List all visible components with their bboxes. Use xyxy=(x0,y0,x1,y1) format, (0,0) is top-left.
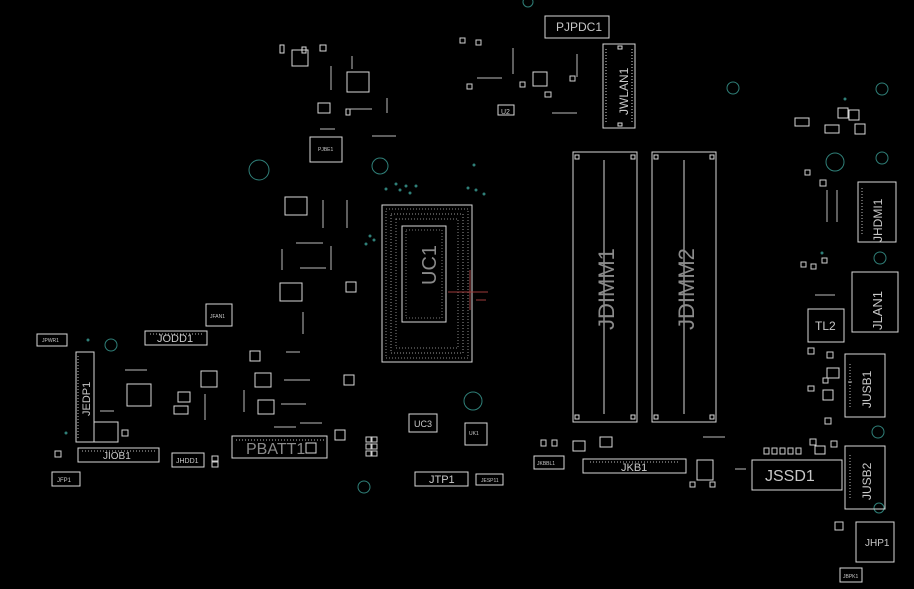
label-pjbe1: PJBE1 xyxy=(318,147,334,153)
mounting-hole xyxy=(873,251,887,265)
label-jdimm1: JDIMM1 xyxy=(594,248,619,330)
jbpk1-connector[interactable] xyxy=(839,567,863,583)
label-jkbbl1: JKBBL1 xyxy=(537,461,555,467)
label-jfan1: JFAN1 xyxy=(210,314,225,320)
label-uc1: UC1 xyxy=(419,245,441,285)
label-jusb2: JUSB2 xyxy=(860,462,874,500)
label-u2: U2 xyxy=(501,109,510,116)
dimm-slot-1[interactable] xyxy=(572,151,638,423)
jtp1-connector[interactable] xyxy=(414,471,469,487)
label-jkb1: JKB1 xyxy=(621,462,647,474)
mounting-hole xyxy=(463,391,483,411)
pjbe1-chip[interactable] xyxy=(309,136,343,163)
mounting-hole xyxy=(726,81,740,95)
jesp11-connector[interactable] xyxy=(475,473,504,486)
keyboard-connector[interactable] xyxy=(582,458,687,474)
trace-lines xyxy=(100,48,852,470)
label-jiob1: JIOB1 xyxy=(103,451,131,462)
jpwr1-connector[interactable] xyxy=(36,333,68,347)
mounting-hole xyxy=(248,159,270,181)
jiob1-connector[interactable] xyxy=(77,447,160,463)
jodd1-connector[interactable] xyxy=(144,330,208,346)
jhdd1-connector[interactable] xyxy=(171,452,205,468)
label-jesp11: JESP11 xyxy=(481,478,499,484)
jhp1-connector[interactable] xyxy=(855,521,895,563)
dimm-slot-2[interactable] xyxy=(651,151,717,423)
mounting-hole xyxy=(371,157,389,175)
label-jbpk1: JBPK1 xyxy=(843,574,859,580)
wlan-connector[interactable] xyxy=(602,43,636,129)
label-pjpdc1: PJPDC1 xyxy=(556,20,602,34)
mounting-hole xyxy=(873,502,885,514)
label-jpwr1: JPWR1 xyxy=(42,338,59,344)
mounting-hole xyxy=(875,151,889,165)
mounting-hole xyxy=(357,480,371,494)
mounting-hole xyxy=(825,152,845,172)
jfp1-connector[interactable] xyxy=(51,471,81,487)
label-pbatt1: PBATT1 xyxy=(246,441,305,458)
jfan1-connector[interactable] xyxy=(205,303,233,327)
tl2-transformer[interactable] xyxy=(807,308,845,343)
pjpdc1-connector[interactable] xyxy=(544,15,610,39)
lan-connector[interactable] xyxy=(851,271,899,333)
label-jusb1: JUSB1 xyxy=(860,370,874,408)
label-jwlan1: JWLAN1 xyxy=(617,67,631,115)
usb-connector-2[interactable] xyxy=(844,445,886,510)
label-uc3: UC3 xyxy=(414,419,432,429)
uk1-chip[interactable] xyxy=(464,422,488,446)
mounting-hole xyxy=(875,82,889,96)
via-dots xyxy=(64,97,847,435)
label-jhp1: JHP1 xyxy=(865,538,890,549)
ssd-connector[interactable] xyxy=(751,459,843,491)
label-jedp1: JEDP1 xyxy=(81,382,93,416)
mounting-hole xyxy=(104,338,118,352)
cpu-uc1[interactable] xyxy=(381,204,488,363)
label-uk1: UK1 xyxy=(469,431,479,437)
pbatt1-connector[interactable] xyxy=(231,435,328,459)
label-jssd1: JSSD1 xyxy=(765,468,815,485)
label-jhdd1: JHDD1 xyxy=(176,458,199,465)
usb-connector-1[interactable] xyxy=(844,353,886,418)
keyboard-backlight-connector[interactable] xyxy=(533,455,565,470)
label-jfp1: JFP1 xyxy=(57,478,72,484)
hdmi-connector[interactable] xyxy=(857,181,897,243)
label-jdimm2: JDIMM2 xyxy=(674,248,699,330)
jedp1-connector[interactable] xyxy=(75,351,95,443)
label-tl2: TL2 xyxy=(815,319,836,333)
passive-component-pads xyxy=(54,37,844,531)
label-jtp1: JTP1 xyxy=(429,474,455,486)
mounting-hole xyxy=(522,0,534,8)
label-jodd1: JODD1 xyxy=(157,333,193,345)
label-jhdmi1: JHDMI1 xyxy=(871,198,885,242)
connector-pins xyxy=(77,188,863,500)
uc3-chip[interactable] xyxy=(408,413,438,433)
mounting-hole xyxy=(871,425,885,439)
label-jlan1: JLAN1 xyxy=(870,291,885,330)
small-component-cluster xyxy=(93,44,866,481)
